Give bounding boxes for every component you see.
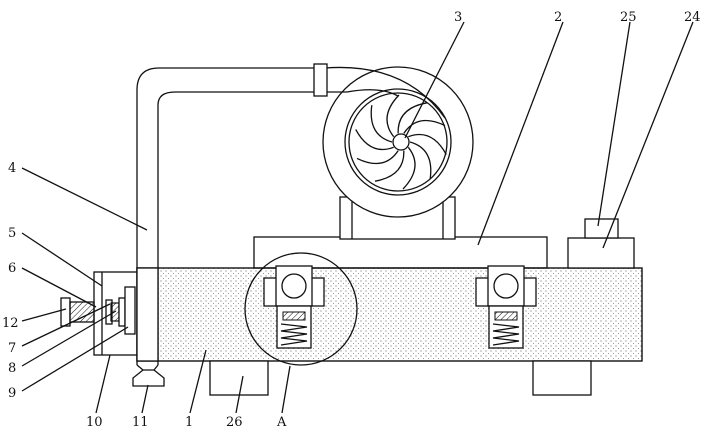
left-leg	[209, 360, 269, 396]
callout-7: 7	[8, 341, 16, 356]
pipe-outer	[136, 67, 325, 365]
callout-a: A	[276, 415, 287, 430]
side-plate	[124, 286, 136, 335]
base-body	[136, 267, 643, 362]
threaded-rod	[69, 301, 95, 323]
callout-5: 5	[8, 226, 16, 241]
roller-unit-left	[263, 265, 325, 349]
callout-4: 4	[8, 161, 16, 176]
callout-3: 3	[454, 10, 462, 25]
callout-24: 24	[684, 10, 701, 25]
fan-blade	[356, 150, 399, 165]
fan-blade	[402, 146, 416, 190]
callout-6: 6	[8, 261, 16, 276]
callout-1: 1	[185, 415, 193, 430]
roller-unit-right	[475, 265, 537, 349]
fan-blades	[355, 94, 447, 190]
pipe-clamp	[313, 63, 328, 97]
callout-11: 11	[132, 415, 149, 430]
fan-blade	[355, 129, 394, 151]
callout-2: 2	[554, 10, 562, 25]
callout-12: 12	[2, 316, 19, 331]
fan-blade	[403, 119, 446, 134]
bearing	[118, 297, 126, 327]
callout-9: 9	[8, 386, 16, 401]
detail-circle-a	[244, 252, 358, 366]
block-25	[584, 218, 619, 239]
fan-blade	[409, 141, 432, 179]
leader-lines	[21, 21, 694, 414]
callout-10: 10	[86, 415, 103, 430]
handwheel-plate	[60, 297, 71, 327]
nozzle	[132, 369, 165, 387]
block-24	[567, 237, 635, 269]
pipe-inner	[157, 91, 347, 365]
fan-blade	[374, 150, 405, 182]
callout-8: 8	[8, 361, 16, 376]
fan-housing	[322, 66, 474, 218]
fan-blade	[370, 105, 393, 143]
fan-blade	[386, 94, 400, 138]
right-leg	[532, 360, 592, 396]
fan-blade	[408, 133, 447, 155]
callout-25: 25	[620, 10, 637, 25]
callout-26: 26	[226, 415, 243, 430]
